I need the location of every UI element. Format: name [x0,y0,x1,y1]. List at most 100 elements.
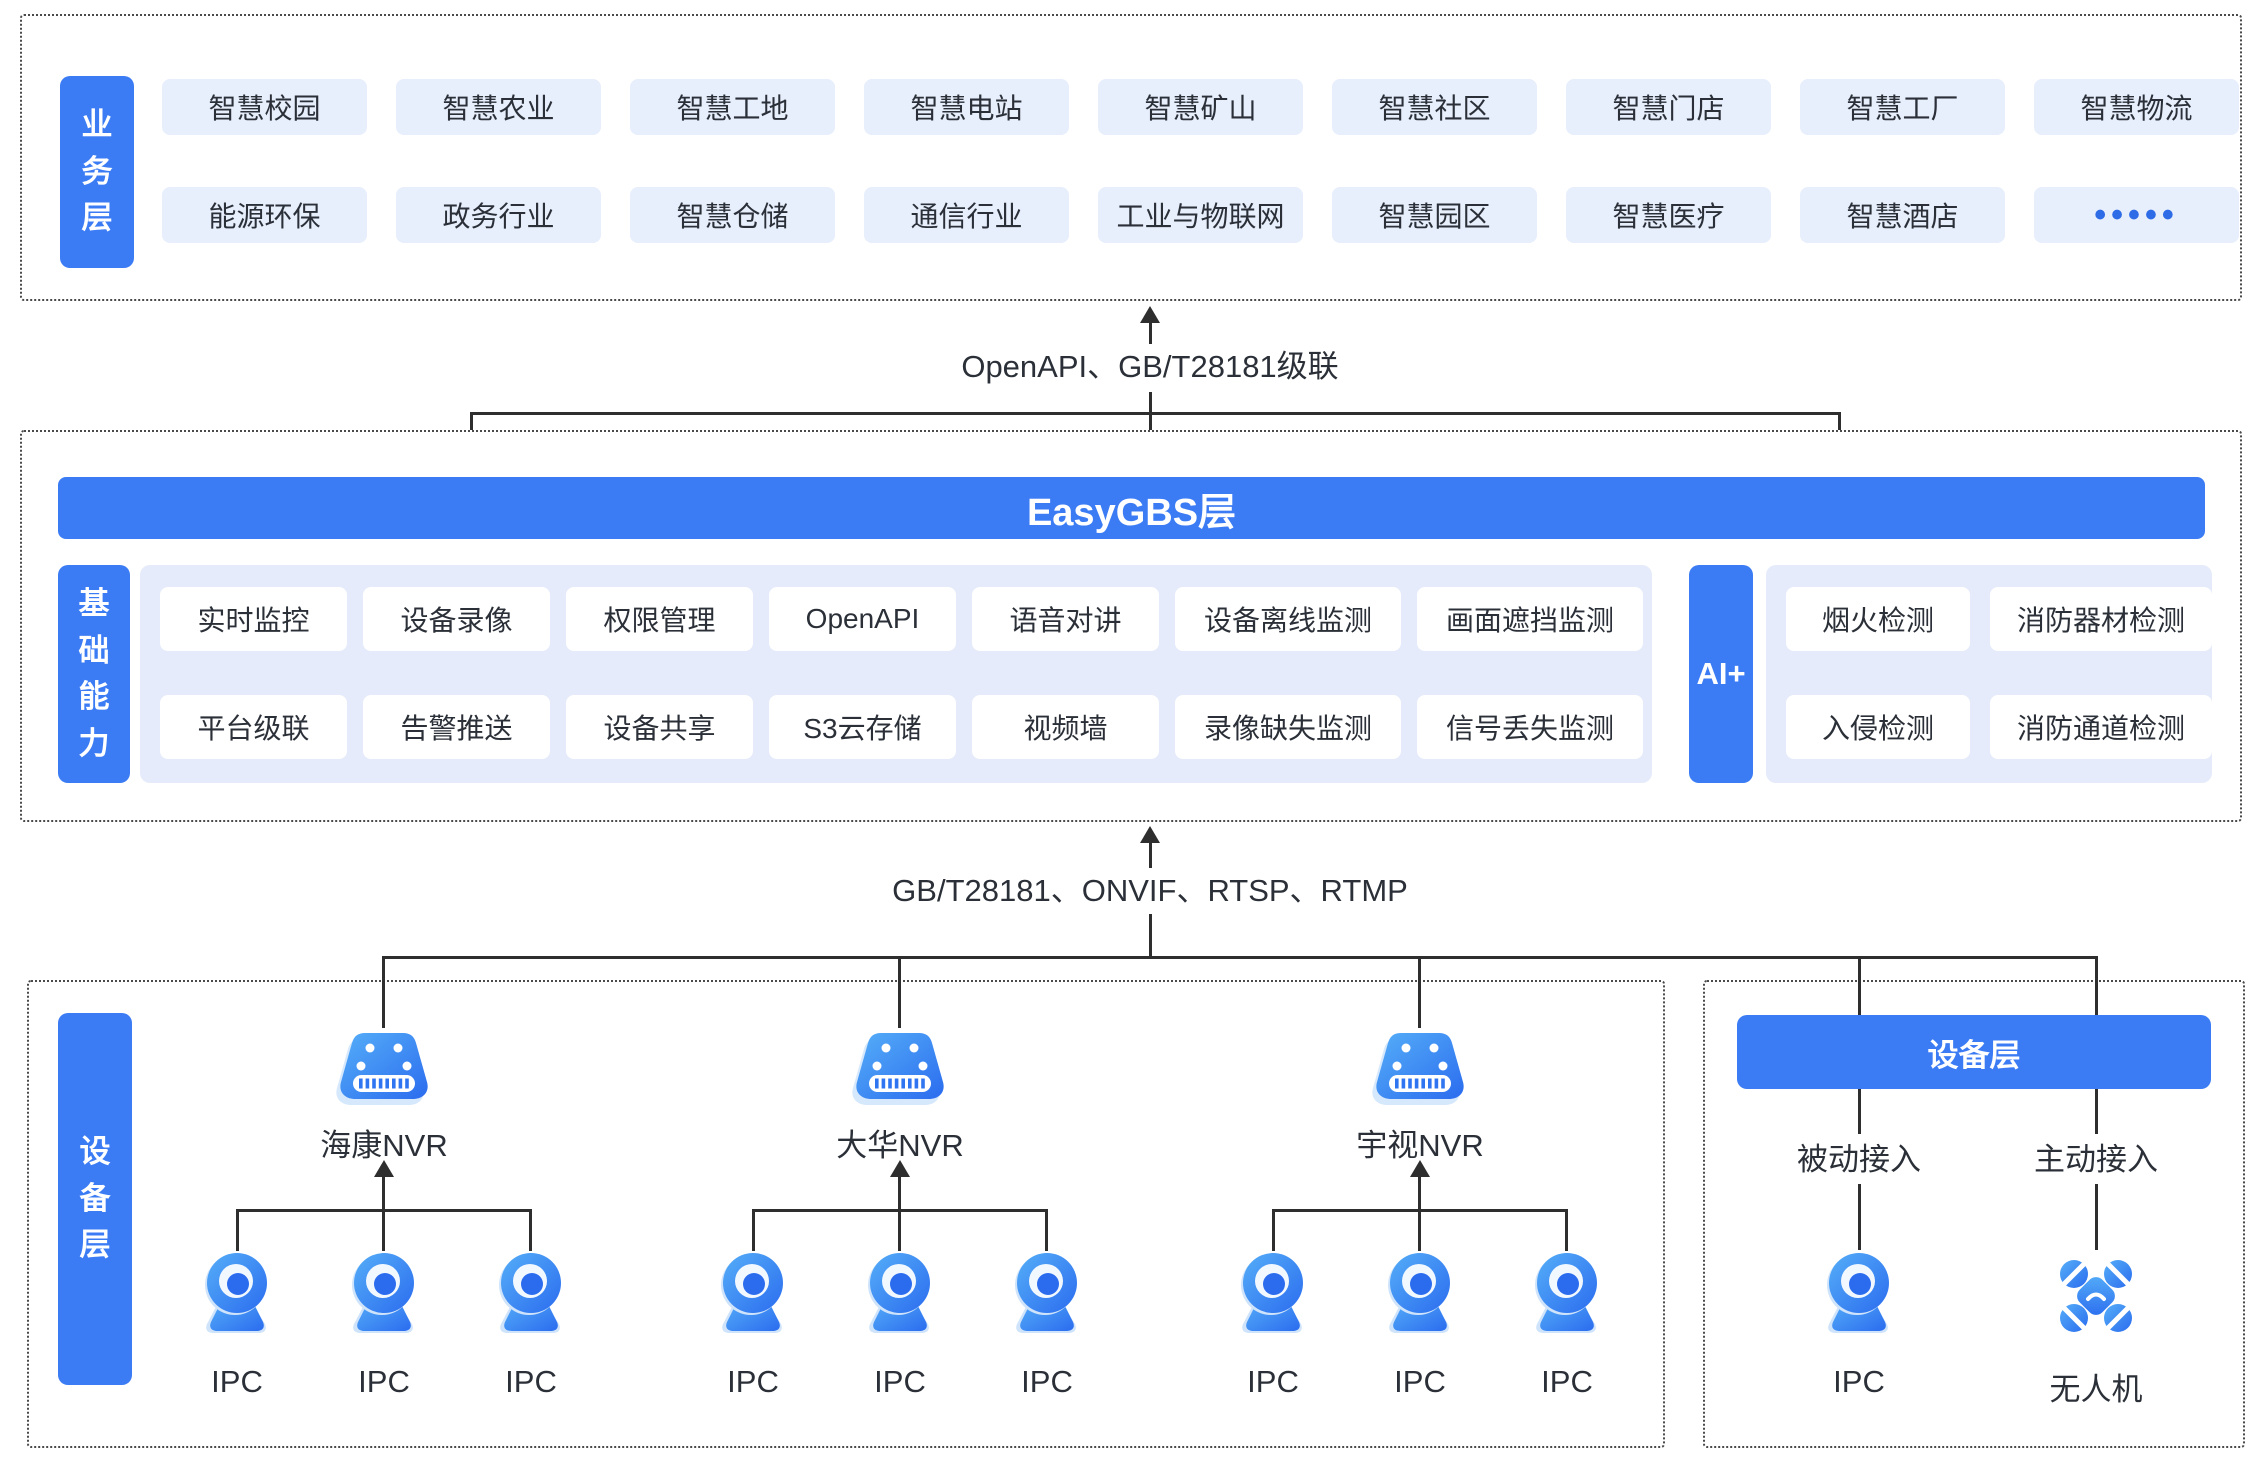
ipc-label: IPC [1247,1364,1299,1399]
capabilities-label-text: 基础能力 [78,586,110,761]
nvr-icon [1370,1028,1470,1108]
arrow-up-icon [374,1160,394,1177]
capability-chip: 语音对讲 [972,587,1159,651]
ai-row-1: 烟火检测 消防器材检测 [1786,587,2212,651]
ipc-label: IPC [358,1364,410,1399]
nvr-group: 大华NVR IPC IPC IPC [700,956,1100,1416]
ai-capability-chip: 消防通道检测 [1990,695,2212,759]
device-layer-label: 设备层 [58,1013,132,1385]
connector-line [2095,956,2098,1015]
bottom-connector-label: GB/T28181、ONVIF、RTSP、RTMP [850,868,1450,914]
nvr-group: 宇视NVR IPC IPC IPC [1220,956,1620,1416]
capability-chip: OpenAPI [769,587,956,651]
ipc-camera-icon [1528,1252,1606,1338]
device-layer-right-banner: 设备层 [1737,1015,2211,1089]
nvr-icon [334,1028,434,1108]
business-chip: 智慧园区 [1332,187,1537,243]
connector-line [1149,322,1152,344]
arrow-up-icon [1140,826,1160,843]
top-connector-label: OpenAPI、GB/T28181级联 [910,344,1390,390]
ipc-label: IPC [874,1364,926,1399]
capability-row-1: 实时监控 设备录像 权限管理 OpenAPI 语音对讲 设备离线监测 画面遮挡监… [160,587,1643,651]
connector-line [2095,1184,2098,1250]
capability-chip: 平台级联 [160,695,347,759]
capabilities-label: 基础能力 [58,565,130,783]
access-mode-label: 被动接入 [1797,1142,1921,1177]
connector-line [898,1209,901,1251]
ai-plus-label: AI+ [1689,565,1753,783]
capability-chip: 信号丢失监测 [1417,695,1643,759]
nvr-name: 宇视NVR [1356,1128,1484,1163]
ipc-camera-icon [1820,1252,1898,1338]
capability-chip: 设备共享 [566,695,753,759]
business-chip: 通信行业 [864,187,1069,243]
connector-line [1565,1209,1568,1251]
ipc-label: IPC [1541,1364,1593,1399]
ipc-camera-icon [714,1252,792,1338]
capability-chip: 画面遮挡监测 [1417,587,1643,651]
arrow-up-icon [1140,306,1160,323]
capability-chip: 实时监控 [160,587,347,651]
capability-row-2: 平台级联 告警推送 设备共享 S3云存储 视频墙 录像缺失监测 信号丢失监测 [160,695,1643,759]
ipc-camera-icon [1234,1252,1312,1338]
capability-chip: 设备录像 [363,587,550,651]
business-chip-row-1: 智慧校园 智慧农业 智慧工地 智慧电站 智慧矿山 智慧社区 智慧门店 智慧工厂 … [162,79,2239,135]
connector-line [382,1177,385,1210]
business-chip: 政务行业 [396,187,601,243]
capability-chip: S3云存储 [769,695,956,759]
nvr-icon [850,1028,950,1108]
ipc-camera-icon [861,1252,939,1338]
ai-row-2: 入侵检测 消防通道检测 [1786,695,2212,759]
connector-line [1045,1209,1048,1251]
connector-line [382,956,2098,959]
ipc-camera-icon [1008,1252,1086,1338]
capability-chip: 录像缺失监测 [1175,695,1401,759]
business-chip: 智慧工厂 [1800,79,2005,135]
business-layer-box: 业务层 智慧校园 智慧农业 智慧工地 智慧电站 智慧矿山 智慧社区 智慧门店 智… [20,14,2242,301]
ipc-label: IPC [505,1364,557,1399]
capability-chip: 告警推送 [363,695,550,759]
ipc-label: IPC [727,1364,779,1399]
connector-line [898,1177,901,1210]
business-chip: 智慧医疗 [1566,187,1771,243]
access-mode-label: 主动接入 [2034,1142,2158,1177]
business-layer-label-text: 业务层 [81,107,113,236]
business-chip: 智慧社区 [1332,79,1537,135]
business-chip: 智慧仓储 [630,187,835,243]
business-chip-row-2: 能源环保 政务行业 智慧仓储 通信行业 工业与物联网 智慧园区 智慧医疗 智慧酒… [162,187,2239,243]
business-chip: 智慧门店 [1566,79,1771,135]
ipc-label: IPC [1394,1364,1446,1399]
more-industries-dots-icon: ••••• [2034,187,2239,243]
connector-line [529,1209,532,1251]
connector-line [1418,956,1421,1028]
connector-line [470,412,1841,415]
connector-line [1272,1209,1275,1251]
connector-line [898,956,901,1028]
capability-chip: 设备离线监测 [1175,587,1401,651]
connector-line [382,956,385,1028]
arrow-up-icon [890,1160,910,1177]
connector-line [1858,956,1861,1015]
arrow-up-icon [1410,1160,1430,1177]
ai-capability-chip: 入侵检测 [1786,695,1970,759]
connector-line [1149,842,1152,868]
ai-capability-chip: 消防器材检测 [1990,587,2212,651]
ipc-camera-icon [198,1252,276,1338]
business-chip: 智慧矿山 [1098,79,1303,135]
capability-chip: 权限管理 [566,587,753,651]
connector-line [236,1209,239,1251]
connector-line [1418,1209,1421,1251]
nvr-name: 海康NVR [320,1128,448,1163]
business-chip: 智慧电站 [864,79,1069,135]
connector-line [2095,1089,2098,1134]
connector-line [1858,1184,1861,1250]
nvr-group: 海康NVR IPC IPC IPC [184,956,584,1416]
easygbs-layer-banner: EasyGBS层 [58,477,2205,539]
business-chip: 智慧工地 [630,79,835,135]
capability-chip: 视频墙 [972,695,1159,759]
ai-capability-chip: 烟火检测 [1786,587,1970,651]
nvr-name: 大华NVR [836,1128,964,1163]
business-chip: 智慧物流 [2034,79,2239,135]
connector-line [1858,1089,1861,1134]
ipc-label: IPC [211,1364,263,1399]
